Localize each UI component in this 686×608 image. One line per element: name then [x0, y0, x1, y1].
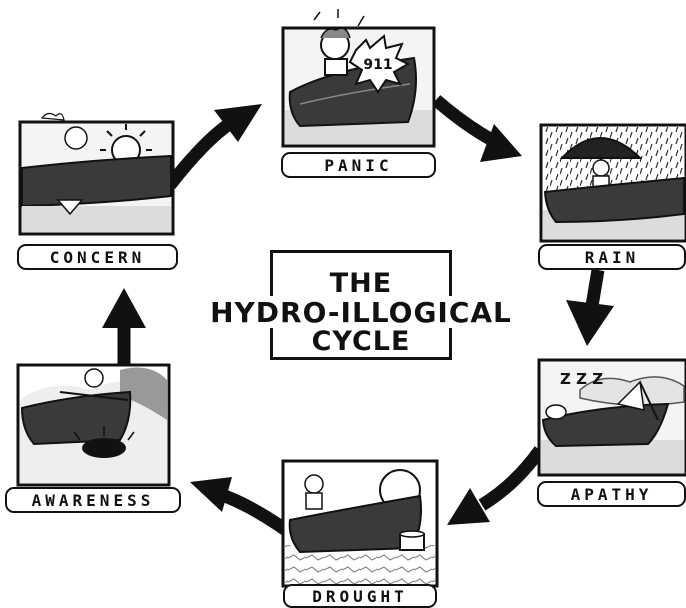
boat-icon — [288, 494, 422, 554]
boat-icon — [20, 390, 132, 446]
stage-label-apathy: APATHY — [537, 481, 686, 507]
arrow-apathy-to-drought — [447, 446, 546, 525]
arrow-rain-to-apathy — [566, 268, 614, 346]
water-hole-icon — [73, 426, 135, 458]
stage-label-rain: RAIN — [538, 244, 686, 270]
person-worried-icon — [40, 112, 88, 150]
diagram-title-box: THE HYDRO-ILLOGICAL CYCLE — [200, 250, 522, 360]
title-frame-top — [270, 250, 452, 253]
arrow-awareness-to-concern — [102, 288, 146, 365]
title-frame-bottom — [270, 357, 452, 360]
title-frame-left-bottom — [270, 328, 273, 360]
bucket-icon — [399, 530, 425, 551]
arrow-panic-to-rain — [431, 95, 522, 162]
arrow-drought-to-awareness — [190, 477, 290, 536]
title-line-3: CYCLE — [311, 326, 411, 357]
person-panicking-icon — [313, 9, 365, 76]
panel-panic: 911 — [281, 9, 436, 148]
panel-drought — [281, 459, 439, 588]
panel-apathy: Z Z Z — [537, 358, 686, 477]
stage-label-drought: DROUGHT — [283, 584, 437, 608]
title-line-1: THE — [329, 268, 393, 299]
title-frame-right-top — [449, 250, 452, 296]
sleeping-zzz-text: Z Z Z — [560, 370, 603, 388]
stage-label-panic: PANIC — [281, 152, 436, 178]
boat-icon — [543, 176, 685, 224]
title-line-2: HYDRO-ILLOGICAL — [210, 296, 512, 329]
boat-icon — [541, 380, 670, 448]
person-sleeping-icon — [545, 404, 567, 420]
panel-awareness — [16, 363, 171, 487]
title-frame-right-bottom — [449, 328, 452, 360]
emergency-sign-text: 911 — [363, 57, 392, 73]
panel-rain — [539, 123, 686, 243]
title-frame-left-top — [270, 250, 273, 296]
arrow-concern-to-panic — [164, 104, 262, 189]
stage-label-concern: CONCERN — [17, 244, 178, 270]
person-rowing-icon — [59, 368, 129, 401]
emergency-sign-icon: 911 — [348, 34, 411, 94]
sun-icon — [100, 124, 152, 165]
panel-concern — [18, 112, 175, 236]
fish-tail-icon — [56, 199, 84, 216]
stage-label-awareness: AWARENESS — [5, 487, 181, 513]
person-sitting-icon — [304, 474, 324, 510]
